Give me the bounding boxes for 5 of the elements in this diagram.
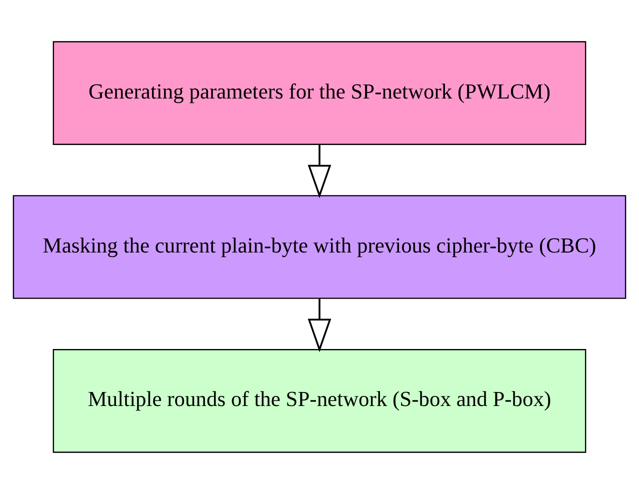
node-box: Masking the current plain-byte with previous cipher-byte (CBC): [12, 194, 626, 298]
node-box: Multiple rounds of the SP-network (S-box and P-box): [52, 348, 586, 452]
arrow: [308, 144, 332, 198]
arrow: [308, 298, 332, 352]
node-box: Generating parameters for the SP-network (PWLCM): [52, 40, 586, 144]
